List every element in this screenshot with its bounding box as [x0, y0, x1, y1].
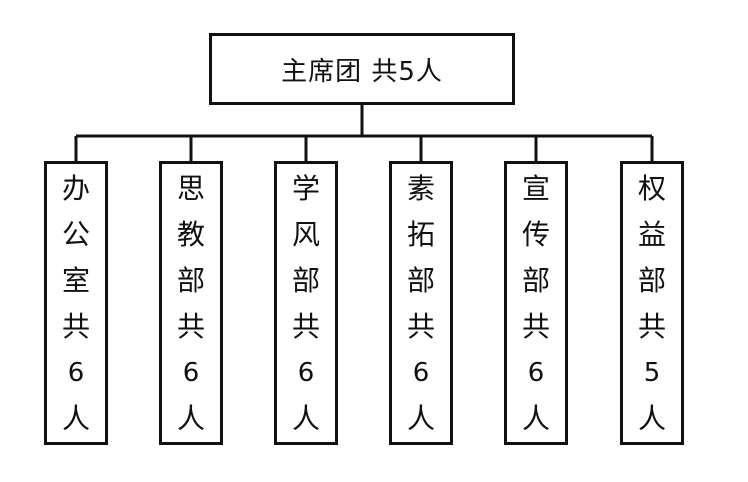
- dept-char: 共: [521, 310, 550, 343]
- dept-char: 室: [61, 264, 90, 297]
- dept-count: 6: [297, 358, 315, 388]
- presidium-box: 主席团 共5人: [209, 33, 515, 105]
- dept-char: 共: [637, 310, 666, 343]
- dept-char: 人: [61, 402, 90, 435]
- dept-box-rights: 权 益 部 共 5 人: [620, 161, 684, 445]
- dept-char: 部: [521, 264, 550, 297]
- dept-char: 部: [291, 264, 320, 297]
- dept-char: 共: [61, 310, 90, 343]
- dept-count: 6: [412, 358, 430, 388]
- dept-box-office: 办 公 室 共 6 人: [44, 161, 108, 445]
- dept-char: 人: [176, 402, 205, 435]
- dept-char: 人: [521, 402, 550, 435]
- dept-box-publicity: 宣 传 部 共 6 人: [504, 161, 568, 445]
- dept-char: 思: [176, 172, 205, 205]
- dept-count: 6: [527, 358, 545, 388]
- dept-box-study: 学 风 部 共 6 人: [274, 161, 338, 445]
- dept-char: 部: [406, 264, 435, 297]
- dept-char: 宣: [521, 172, 550, 205]
- dept-char: 共: [176, 310, 205, 343]
- dept-char: 风: [291, 218, 320, 251]
- dept-count: 6: [67, 358, 85, 388]
- dept-char: 益: [637, 218, 666, 251]
- dept-count: 6: [182, 358, 200, 388]
- dept-char: 公: [61, 218, 90, 251]
- dept-char: 教: [176, 218, 205, 251]
- dept-char: 传: [521, 218, 550, 251]
- dept-char: 部: [176, 264, 205, 297]
- dept-char: 共: [406, 310, 435, 343]
- dept-count: 5: [643, 358, 661, 388]
- dept-box-ideology: 思 教 部 共 6 人: [159, 161, 223, 445]
- dept-char: 办: [61, 172, 90, 205]
- dept-char: 部: [637, 264, 666, 297]
- dept-char: 学: [291, 172, 320, 205]
- dept-char: 共: [291, 310, 320, 343]
- dept-char: 人: [406, 402, 435, 435]
- dept-char: 人: [291, 402, 320, 435]
- dept-char: 人: [637, 402, 666, 435]
- dept-char: 拓: [406, 218, 435, 251]
- dept-char: 权: [637, 172, 666, 205]
- dept-box-expansion: 素 拓 部 共 6 人: [389, 161, 453, 445]
- dept-char: 素: [406, 172, 435, 205]
- presidium-label: 主席团 共5人: [281, 56, 443, 87]
